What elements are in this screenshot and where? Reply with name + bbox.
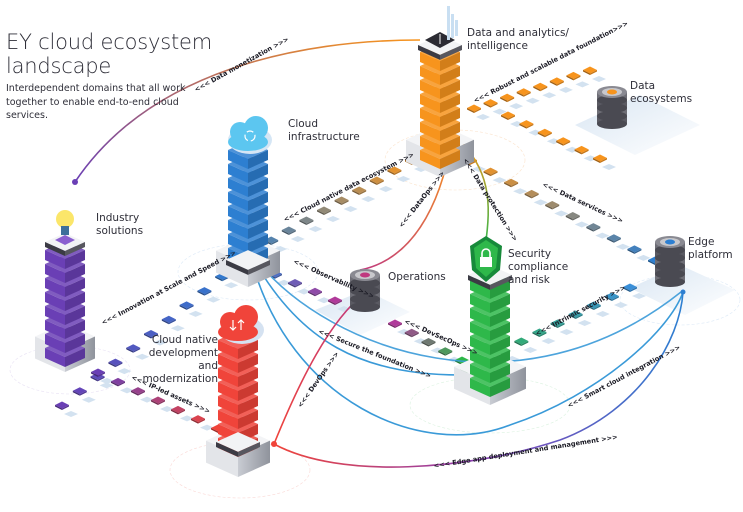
track-shadow-tile: [525, 97, 540, 104]
collar-cloud-infrastructure: [226, 250, 270, 275]
track-shadow-tile: [613, 302, 628, 308]
track-robust-data-foundation: [467, 66, 606, 120]
track-shadow-tile: [81, 396, 96, 403]
node-label-cloud-infrastructure: Cloud infrastructure: [288, 118, 360, 143]
title-line-1: EY cloud ecosystem: [6, 30, 212, 54]
track-shadow-tile: [559, 329, 574, 335]
track-shadow-tile: [64, 411, 78, 417]
track-shadow-tile: [595, 311, 610, 317]
smart-cloud-integration-line: [251, 261, 684, 436]
track-shadow-tile: [558, 86, 573, 93]
cloud-transfer-icon: [218, 305, 264, 344]
node-label-operations: Operations: [388, 271, 446, 283]
track-data-foundation-right: [501, 111, 616, 170]
track-shadow-tile: [575, 81, 590, 88]
node-label-data-ecosystems: Data ecosystems: [630, 80, 693, 105]
track-shadow-tile: [188, 310, 203, 317]
track-shadow-tile: [200, 424, 214, 431]
edge-app-line: [273, 291, 684, 468]
track-shadow-tile: [100, 378, 114, 384]
track-shadow-tile: [396, 176, 411, 182]
lightbulb-icon: [55, 210, 75, 245]
database-icon-edge-platform: [655, 236, 685, 287]
track-shadow-tile: [554, 210, 569, 217]
track-shadow-tile: [492, 177, 507, 184]
collar-cloud-native: [216, 432, 260, 457]
track-shadow-tile: [170, 325, 185, 332]
circuit-floor-decoration: [9, 129, 741, 499]
track-shadow-tile: [592, 76, 606, 82]
track-shadow-tile: [361, 196, 376, 202]
track-shadow-tile: [317, 297, 331, 304]
page-subtitle: Interdependent domains that all work tog…: [6, 83, 186, 121]
track-shadow-tile: [326, 216, 340, 222]
track-shadow-tile: [120, 387, 134, 394]
track-shadow-tile: [476, 114, 490, 120]
node-label-industry-solutions: Industry solutions: [96, 212, 144, 237]
shield-lock-icon: [470, 236, 502, 282]
node-label-edge-platform: Edge platform: [688, 236, 733, 261]
track-shadow-tile: [308, 226, 323, 232]
bar-chart-icon: [425, 6, 458, 48]
track-shadow-tile: [224, 282, 239, 289]
track-shadow-tile: [343, 206, 358, 212]
track-shadow-tile: [533, 199, 548, 206]
flow-label-smart-cloud-integration: <<< Smart cloud integration >>>: [566, 343, 682, 409]
track-shadow-tile: [542, 92, 557, 99]
track-shadow-tile: [297, 288, 311, 295]
track-shadow-tile: [135, 353, 150, 360]
flow-label-intrinsic-security: <<< Intrinsic security >>>: [534, 283, 627, 337]
track-shadow-tile: [523, 347, 538, 353]
track-shadow-tile: [277, 279, 291, 286]
node-label-security: Security compliance and risk: [508, 248, 569, 286]
title-line-2: landscape: [6, 54, 112, 78]
node-label-data-analytics: Data and analytics/ intelligence: [467, 27, 569, 52]
track-shadow-tile: [574, 221, 589, 228]
track-shadow-tile: [140, 396, 154, 403]
tower-data-analytics: [420, 43, 460, 169]
track-shadow-tile: [492, 108, 507, 115]
database-icon-operations: [350, 269, 380, 312]
data-ecosystems-floor: [575, 95, 700, 155]
secure-foundation-line: [254, 261, 461, 376]
flow-label-innovation: <<< Innovation at Scale and Speed >>>: [100, 249, 237, 327]
track-shadow-tile: [180, 415, 194, 422]
track-shadow-tile: [509, 103, 524, 110]
node-label-cloud-native: Cloud native development and modernizati…: [142, 334, 218, 385]
page-title: EY cloud ecosystem landscape: [6, 30, 212, 78]
track-shadow-tile: [153, 339, 167, 346]
track-shadow-tile: [632, 293, 646, 299]
towers: [35, 6, 685, 477]
track-shadow-tile: [541, 338, 556, 344]
flow-label-edge-app: <<< Edge app deployment and management >…: [433, 433, 618, 470]
track-shadow-tile: [595, 232, 610, 239]
tower-industry-solutions: [45, 241, 85, 367]
track-shadow-tile: [577, 320, 592, 326]
data-monetization-line: [74, 39, 421, 183]
track-shadow-tile: [513, 188, 528, 195]
track-shadow-tile: [378, 186, 393, 192]
track-shadow-tile: [636, 254, 651, 261]
track-shadow-tile: [206, 296, 221, 303]
track-shadow-tile: [290, 236, 305, 242]
database-icon-data-ecosystems: [597, 86, 627, 129]
flow-label-cloud-native-data-ecosystem: <<< Cloud native data ecosystem >>>: [282, 151, 415, 224]
tower-cloud-infrastructure: [228, 141, 268, 267]
track-shadow-tile: [99, 382, 114, 389]
track-shadow-tile: [160, 406, 174, 412]
track-shadow-tile: [602, 164, 616, 170]
cloud-sync-icon: [228, 116, 272, 154]
track-shadow-tile: [117, 368, 132, 375]
track-shadow-tile: [615, 243, 630, 250]
blue-link-line: [257, 261, 682, 363]
